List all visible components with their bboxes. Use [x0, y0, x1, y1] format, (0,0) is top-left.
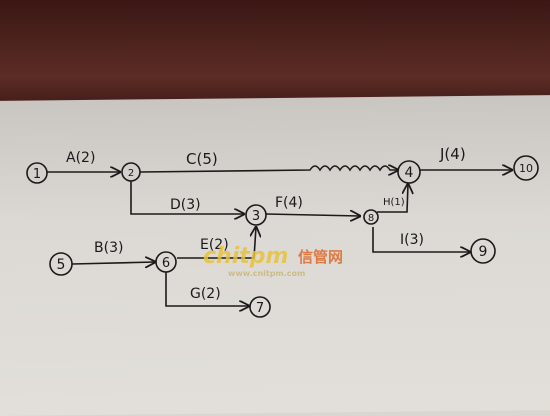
node-1-circle — [26, 162, 48, 184]
activity-J-label: J(4) — [439, 145, 466, 163]
activity-F-label: F(4) — [275, 195, 303, 211]
node-4-label: 4 — [405, 165, 414, 181]
node-6-circle — [155, 251, 177, 273]
watermark-cn: 信管网 — [298, 248, 343, 266]
node-5-label: 5 — [57, 257, 66, 273]
activity-A-label: A(2) — [66, 150, 95, 166]
edge-G — [165, 272, 249, 306]
node-8-label: 8 — [368, 213, 374, 224]
node-4-circle — [397, 160, 421, 184]
node-9-circle — [470, 238, 496, 264]
edge-F — [265, 214, 360, 216]
node-3-label: 3 — [252, 209, 260, 224]
node-6-label: 6 — [162, 256, 170, 271]
node-10-circle — [513, 155, 539, 181]
activity-I-label: I(3) — [400, 232, 424, 248]
activity-H-label: H(1) — [383, 197, 405, 208]
node-10-label: 10 — [519, 162, 533, 175]
activity-C-label: C(5) — [186, 150, 218, 168]
node-7-label: 7 — [256, 301, 264, 316]
edge-H — [377, 184, 408, 213]
node-3-circle — [245, 204, 267, 226]
watermark-url: www.cnitpm.com — [228, 269, 305, 278]
node-7-circle — [249, 296, 271, 318]
node-8-circle — [363, 209, 379, 225]
edge-E — [177, 227, 256, 259]
edge-I — [372, 227, 470, 252]
node-1-label: 1 — [33, 167, 41, 182]
edge-D — [130, 181, 244, 214]
node-2-circle — [121, 162, 141, 182]
watermark-brand: chitpm — [203, 244, 288, 269]
watermark: chitpm 信管网 www.cnitpm.com — [203, 244, 343, 278]
activity-E-label: E(2) — [200, 237, 229, 253]
node-9-label: 9 — [479, 244, 488, 260]
wood-table-background — [0, 0, 550, 110]
edge-C — [139, 166, 398, 172]
activity-B-label: B(3) — [94, 240, 123, 256]
activity-G-label: G(2) — [190, 286, 221, 302]
activity-D-label: D(3) — [170, 197, 201, 213]
edge-B — [71, 262, 155, 264]
node-5-circle — [49, 252, 73, 276]
node-2-label: 2 — [128, 168, 134, 179]
